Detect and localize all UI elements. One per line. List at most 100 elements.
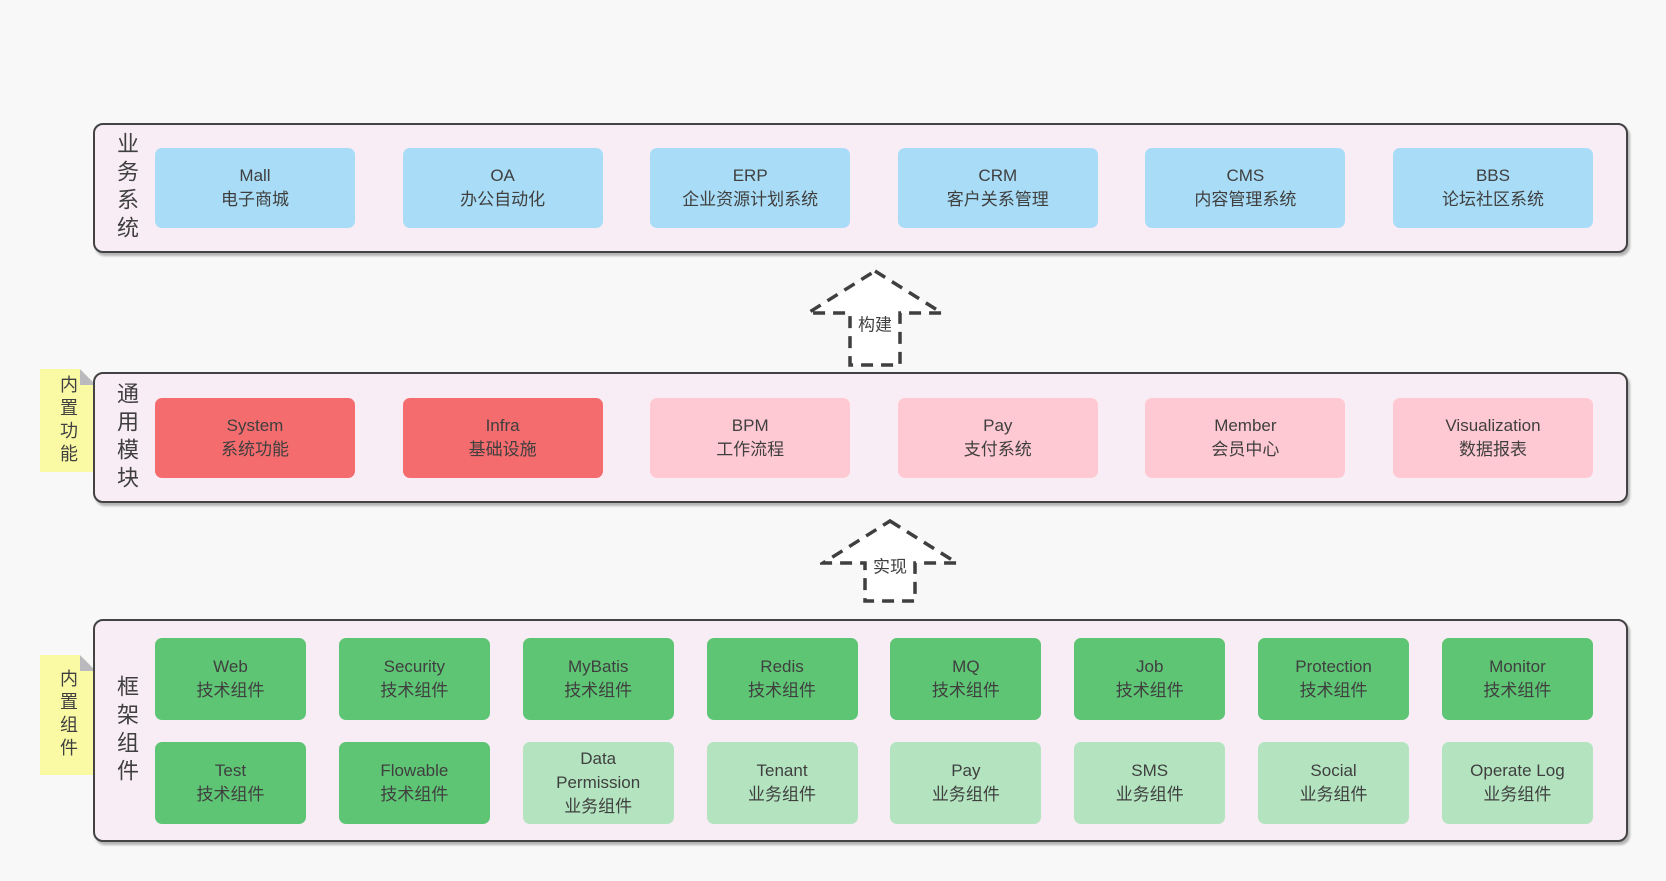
builtin-features-tab: 内置功能 — [40, 369, 96, 472]
box-title: Pay — [983, 415, 1013, 435]
box-title: MyBatis — [567, 656, 629, 676]
box-data-permission: Data Permission 业务组件 — [522, 741, 674, 824]
box-subtitle: 办公自动化 — [460, 190, 546, 209]
box-pay: Pay 支付系统 — [897, 397, 1098, 478]
box-subtitle: 技术组件 — [564, 680, 633, 700]
box-subtitle: 技术组件 — [931, 680, 1000, 700]
box-title: CMS — [1226, 166, 1265, 185]
box-subtitle: 业务组件 — [1299, 784, 1368, 804]
implement-arrow: 实现 — [820, 517, 960, 605]
panel-label-text: 业务系统 — [114, 132, 139, 244]
box-title: Mall — [239, 166, 271, 185]
implement-arrow-label: 实现 — [870, 552, 910, 578]
box-cms: CMS 内容管理系统 — [1145, 148, 1346, 228]
box-title: System — [226, 415, 284, 435]
box-subtitle: 论坛社区系统 — [1441, 190, 1544, 209]
box-mq: MQ 技术组件 — [890, 637, 1042, 720]
box-subtitle: 工作流程 — [716, 439, 785, 459]
panel-common-modules: 通用模块 System 系统功能 Infra 基础设施 BPM 工作流程 Pay 支付系统 Me… — [93, 372, 1628, 503]
box-subtitle: 技术组件 — [380, 680, 449, 700]
build-arrow: 构建 — [805, 267, 945, 369]
box-bpm: BPM 工作流程 — [650, 397, 851, 478]
box-title: OA — [490, 166, 515, 185]
box-subtitle: 系统功能 — [221, 439, 289, 459]
box-title: Tenant — [756, 760, 808, 780]
box-erp: ERP 企业资源计划系统 — [650, 148, 851, 228]
box-title: Security — [383, 656, 446, 676]
box-mall: Mall 电子商城 — [155, 148, 355, 228]
box-title: Infra — [485, 415, 520, 435]
box-subtitle: 技术组件 — [196, 784, 265, 804]
builtin-components-tab-label: 内置组件 — [58, 669, 78, 761]
panel-label-business-systems: 业务系统 — [95, 125, 157, 251]
box-monitor: Monitor 技术组件 — [1441, 637, 1593, 720]
box-subtitle: 支付系统 — [963, 439, 1032, 459]
box-operate-log: Operate Log 业务组件 — [1441, 741, 1593, 824]
box-subtitle: 内容管理系统 — [1194, 190, 1297, 209]
box-title: MQ — [952, 656, 980, 676]
box-subtitle: 技术组件 — [748, 680, 817, 700]
box-job: Job 技术组件 — [1074, 637, 1226, 720]
box-security: Security 技术组件 — [338, 637, 490, 720]
box-title: Operate Log — [1470, 760, 1565, 780]
box-title: Test — [214, 760, 247, 780]
box-mybatis: MyBatis 技术组件 — [522, 637, 674, 720]
builtin-features-tab-label: 内置功能 — [58, 374, 78, 467]
box-subtitle: 企业资源计划系统 — [682, 190, 819, 209]
panel-label-framework-components: 框架组件 — [95, 621, 157, 840]
box-subtitle: 电子商城 — [221, 190, 289, 209]
box-title: Member — [1214, 415, 1277, 435]
panel-label-text: 框架组件 — [114, 674, 139, 787]
box-oa: OA 办公自动化 — [402, 148, 603, 228]
panel-label-common-modules: 通用模块 — [95, 374, 157, 501]
box-subtitle: 业务组件 — [931, 784, 1000, 804]
box-title: Web — [213, 656, 248, 676]
box-pay: Pay 业务组件 — [890, 741, 1042, 824]
box-sms: SMS 业务组件 — [1074, 741, 1226, 824]
box-subtitle: 技术组件 — [196, 680, 265, 700]
box-subtitle: 业务组件 — [748, 784, 817, 804]
panel-label-text: 通用模块 — [114, 381, 139, 494]
box-subtitle: 技术组件 — [1483, 680, 1552, 700]
box-title: Monitor — [1489, 656, 1546, 676]
box-title: Visualization — [1445, 415, 1541, 435]
box-title: CRM — [978, 166, 1018, 185]
box-title: BBS — [1475, 166, 1510, 185]
box-test: Test 技术组件 — [155, 741, 306, 824]
box-subtitle: 业务组件 — [564, 796, 633, 816]
box-subtitle: 技术组件 — [1299, 680, 1368, 700]
box-title: SMS — [1131, 760, 1169, 780]
box-title: Data Permission — [556, 748, 641, 792]
box-title: Job — [1136, 656, 1164, 676]
box-subtitle: 技术组件 — [380, 784, 449, 804]
box-subtitle: 业务组件 — [1483, 784, 1552, 804]
box-subtitle: 基础设施 — [468, 439, 537, 459]
build-arrow-label: 构建 — [855, 310, 895, 336]
box-title: BPM — [731, 415, 769, 435]
box-title: ERP — [732, 166, 768, 185]
builtin-components-tab: 内置组件 — [40, 655, 96, 775]
box-subtitle: 技术组件 — [1115, 680, 1184, 700]
box-subtitle: 数据报表 — [1458, 439, 1527, 459]
box-infra: Infra 基础设施 — [402, 397, 603, 478]
box-bbs: BBS 论坛社区系统 — [1392, 148, 1593, 228]
box-title: Pay — [951, 760, 981, 780]
box-web: Web 技术组件 — [155, 637, 306, 720]
box-subtitle: 业务组件 — [1115, 784, 1184, 804]
box-visualization: Visualization 数据报表 — [1392, 397, 1593, 478]
